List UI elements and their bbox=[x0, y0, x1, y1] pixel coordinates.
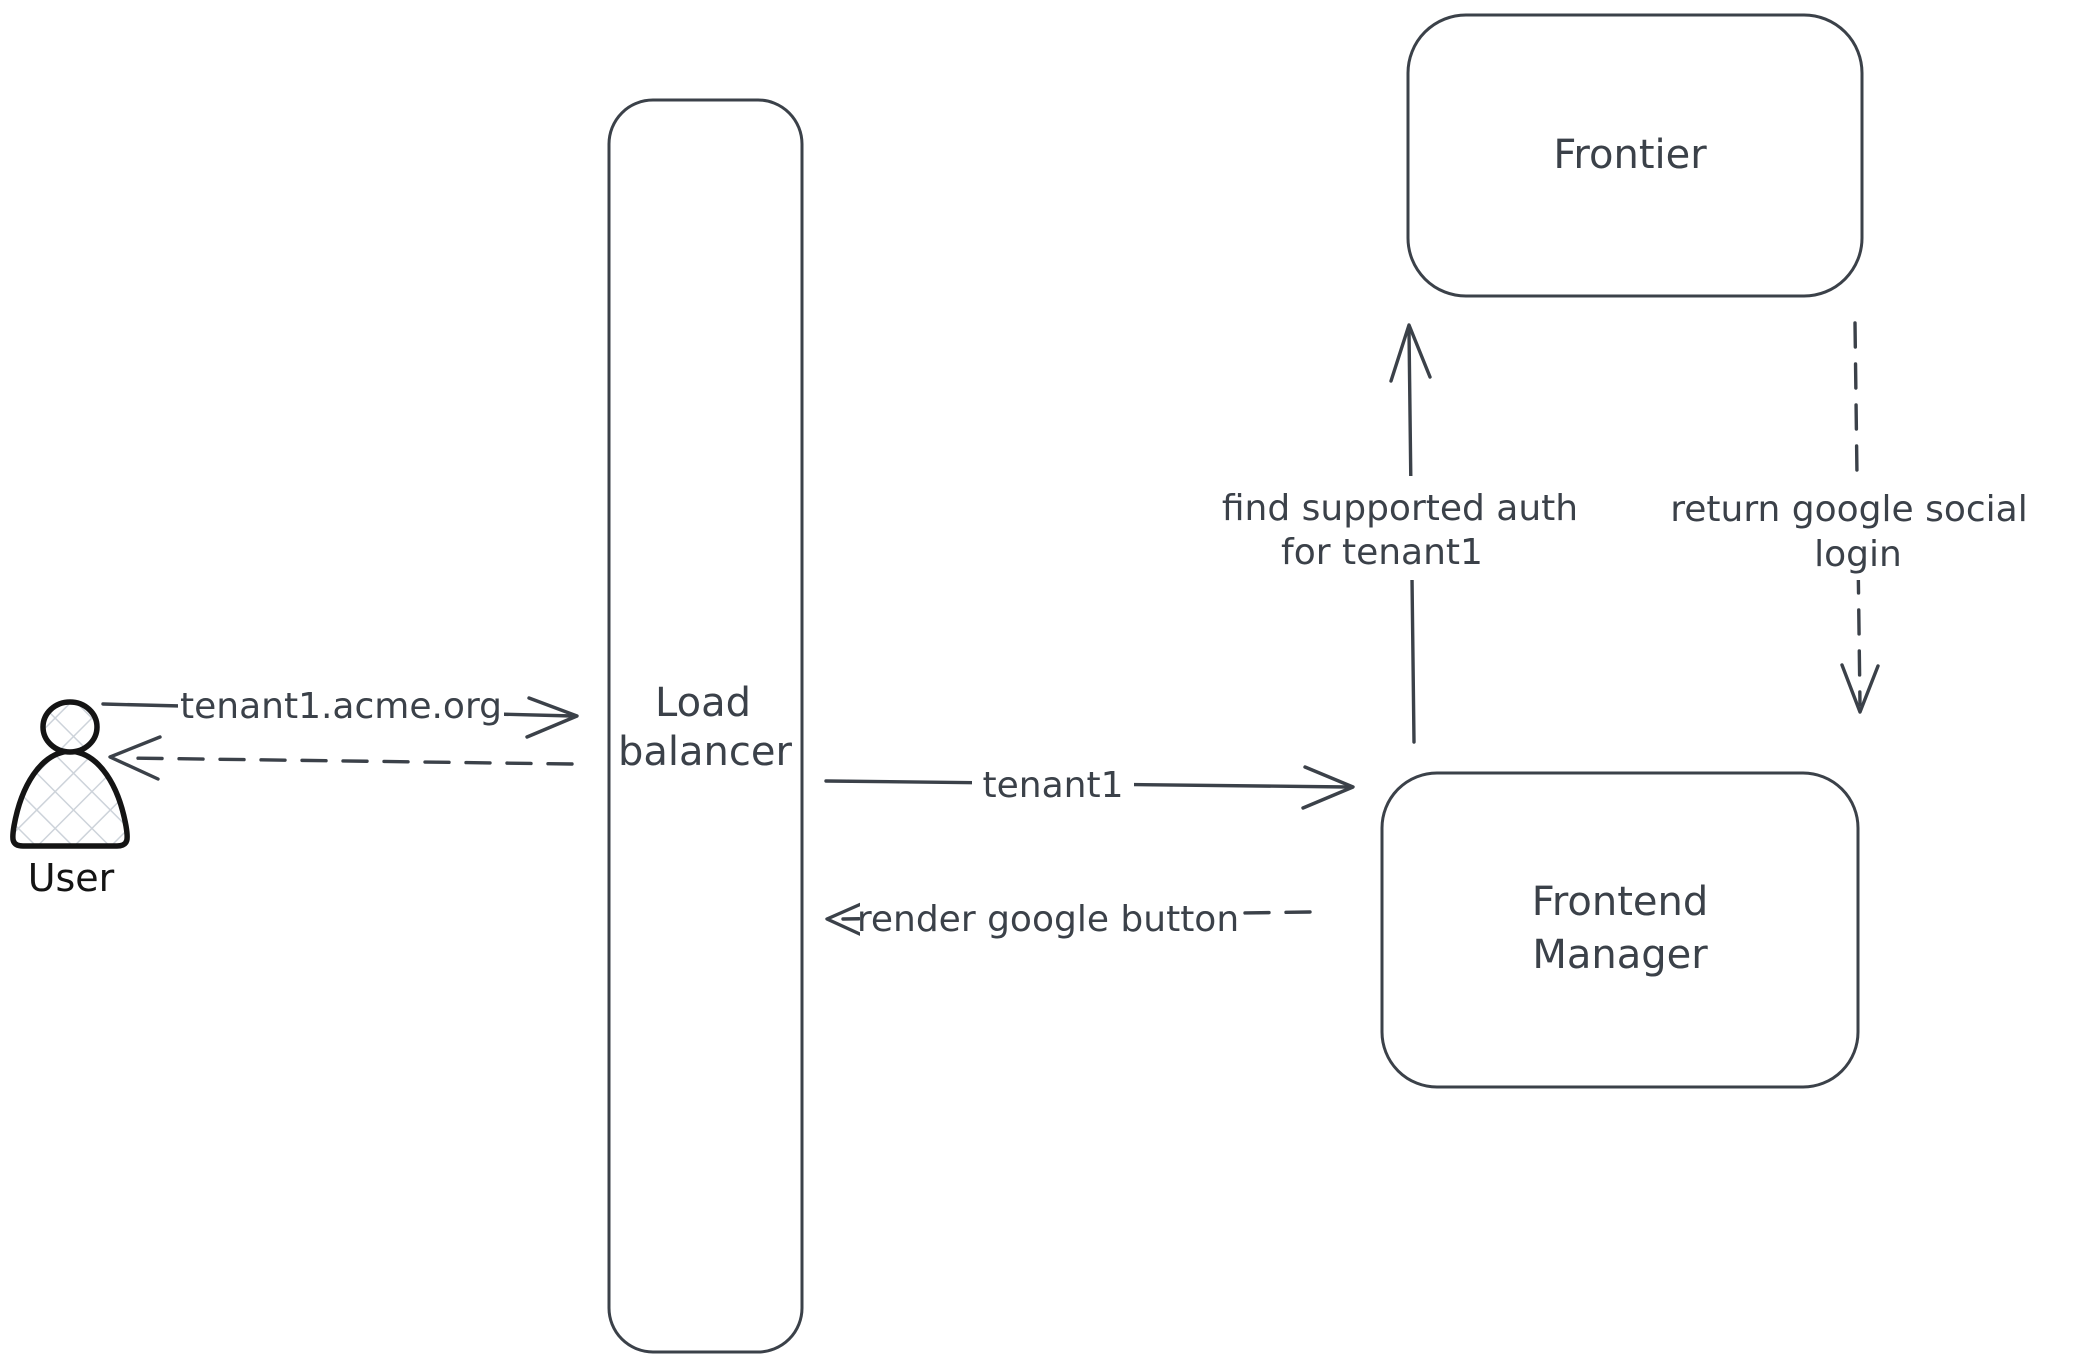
edge-frontend-manager-to-frontier-label-line1: find supported auth bbox=[1222, 488, 1578, 529]
user-node: User bbox=[10, 699, 130, 900]
load-balancer-label-line1: Load bbox=[655, 680, 751, 726]
user-person-icon-head bbox=[40, 699, 100, 755]
user-person-icon-body bbox=[10, 748, 130, 849]
frontier-box bbox=[1406, 13, 1864, 298]
edge-load-balancer-to-frontend-manager-label: tenant1 bbox=[983, 765, 1124, 806]
frontend-manager-box bbox=[1380, 771, 1860, 1089]
load-balancer-label-line2: balancer bbox=[618, 729, 792, 775]
frontier-label: Frontier bbox=[1553, 132, 1707, 178]
arrowhead-down-icon bbox=[1840, 663, 1880, 714]
frontend-manager-label-line1: Frontend bbox=[1532, 879, 1709, 925]
load-balancer-box bbox=[607, 98, 804, 1354]
arrowhead-right-icon bbox=[1301, 765, 1355, 810]
frontend-manager-label-line2: Manager bbox=[1532, 932, 1708, 978]
edge-frontier-to-frontend-manager-label-line2: login bbox=[1814, 534, 1902, 575]
edge-label-background bbox=[1212, 476, 1590, 580]
edge-label-background bbox=[972, 755, 1134, 807]
user-node-label: User bbox=[28, 856, 115, 900]
edge-label-background bbox=[1650, 478, 2050, 580]
frontier-node: Frontier bbox=[1406, 13, 1864, 298]
edge-frontier-to-frontend-manager-line bbox=[1853, 321, 1862, 707]
edge-frontend-manager-to-load-balancer-label: render google button bbox=[857, 899, 1239, 940]
edge-frontend-manager-to-load-balancer: render google button bbox=[825, 888, 1312, 946]
arrowhead-up-icon bbox=[1389, 323, 1432, 383]
edge-frontier-to-frontend-manager-label-line1: return google social bbox=[1670, 489, 2028, 530]
edge-load-balancer-to-user bbox=[108, 735, 574, 781]
edge-user-to-load-balancer: tenant1.acme.org bbox=[101, 678, 579, 739]
frontend-manager-node: Frontend Manager bbox=[1380, 771, 1860, 1089]
load-balancer-node: Load balancer bbox=[607, 98, 804, 1354]
edge-frontend-manager-to-frontier: find supported auth for tenant1 bbox=[1212, 323, 1590, 744]
edge-label-background bbox=[860, 888, 1238, 946]
edge-user-to-load-balancer-label: tenant1.acme.org bbox=[180, 686, 502, 727]
arrowhead-left-icon bbox=[108, 735, 162, 781]
arrowhead-right-icon bbox=[525, 696, 579, 739]
edge-load-balancer-to-frontend-manager: tenant1 bbox=[824, 755, 1355, 810]
edge-label-background bbox=[178, 678, 504, 728]
edge-load-balancer-to-user-line bbox=[123, 756, 574, 766]
edge-frontier-to-frontend-manager: return google social login bbox=[1650, 321, 2050, 714]
edge-frontend-manager-to-frontier-label-line2: for tenant1 bbox=[1281, 532, 1483, 573]
